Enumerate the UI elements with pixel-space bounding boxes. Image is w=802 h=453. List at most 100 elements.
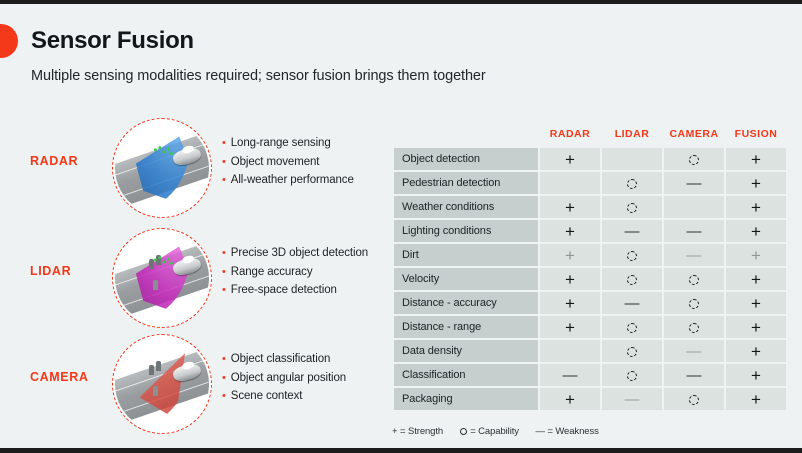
table-row: Dirt+—+ <box>394 244 786 266</box>
plus-icon: + <box>751 245 761 265</box>
lidar-cone-thumbnail-icon <box>112 228 212 328</box>
legend-weakness: — = Weakness <box>535 426 599 437</box>
sensor-label-camera: CAMERA <box>30 370 89 384</box>
row-label: Pedestrian detection <box>394 172 538 194</box>
matrix-cell-radar <box>540 172 600 194</box>
minus-icon: — <box>624 294 640 312</box>
list-item: •Long-range sensing <box>222 134 407 153</box>
matrix-cell-fusion: + <box>726 268 786 290</box>
plus-icon: + <box>751 269 761 289</box>
sensor-block-lidar: LIDAR •Precise 3D object detection •Rang… <box>22 226 392 330</box>
matrix-cell-fusion: + <box>726 244 786 266</box>
column-header-radar: RADAR <box>549 127 591 140</box>
row-label: Lighting conditions <box>394 220 538 242</box>
list-item-label: Long-range sensing <box>230 137 331 149</box>
row-label: Velocity <box>394 268 538 290</box>
plus-icon: + <box>751 389 761 409</box>
minus-icon: — <box>686 246 702 264</box>
plus-icon: + <box>565 221 575 241</box>
matrix-cell-lidar <box>602 244 662 266</box>
list-item: •Free-space detection <box>222 281 407 300</box>
list-item: •Range accuracy <box>222 263 407 282</box>
page-subtitle: Multiple sensing modalities required; se… <box>31 68 486 84</box>
matrix-cell-lidar <box>602 172 662 194</box>
table-row: Pedestrian detection—+ <box>394 172 786 194</box>
sensor-label-radar: RADAR <box>30 154 79 168</box>
row-label: Object detection <box>394 148 538 170</box>
list-item: •Precise 3D object detection <box>222 244 407 263</box>
matrix-cell-radar: + <box>540 196 600 218</box>
matrix-cell-camera <box>664 388 724 410</box>
list-item-label: All-weather performance <box>230 174 354 187</box>
circle-icon <box>627 175 637 191</box>
matrix-cell-radar: + <box>540 220 600 242</box>
minus-icon: — <box>686 174 702 192</box>
matrix-corner-cell <box>394 126 538 146</box>
matrix-cell-camera: — <box>664 172 724 194</box>
empty-cell <box>570 175 571 191</box>
circle-icon <box>689 319 699 335</box>
list-item-label: Object classification <box>230 353 331 365</box>
matrix-cell-camera <box>664 148 724 170</box>
sensor-block-camera: CAMERA •Object classification •Object an… <box>22 332 392 436</box>
plus-icon: + <box>565 149 575 169</box>
matrix-cell-lidar: — <box>602 220 662 242</box>
list-item-label: Free-space detection <box>230 284 337 297</box>
list-item: •All-weather performance <box>222 171 407 190</box>
matrix-cell-camera: — <box>664 244 724 266</box>
list-item-label: Object angular position <box>230 371 347 384</box>
plus-icon: + <box>751 293 761 313</box>
minus-icon: — <box>686 222 702 240</box>
page-title: Sensor Fusion <box>31 27 194 54</box>
plus-icon: + <box>751 365 761 385</box>
matrix-cell-camera <box>664 268 724 290</box>
matrix-cell-radar: + <box>540 268 600 290</box>
list-item: • Object angular position <box>222 369 407 388</box>
slide-canvas: Sensor Fusion Multiple sensing modalitie… <box>0 4 802 448</box>
table-row: Classification——+ <box>394 364 786 386</box>
bullet-dot-icon: • <box>222 371 226 384</box>
matrix-cell-radar <box>540 340 600 362</box>
sensor-block-radar: RADAR •Long-range sensing •Object moveme… <box>22 116 392 220</box>
plus-icon: + <box>565 317 575 337</box>
matrix-cell-radar: + <box>540 388 600 410</box>
table-row: Distance - accuracy+—+ <box>394 292 786 314</box>
circle-icon <box>627 367 637 383</box>
sensor-comparison-matrix: RADAR LIDAR CAMERA FUSION Object detecti… <box>392 124 786 412</box>
matrix-cell-lidar <box>602 148 662 170</box>
table-row: Object detection++ <box>394 148 786 170</box>
plus-icon: + <box>751 221 761 241</box>
plus-icon: + <box>751 197 761 217</box>
table-row: Distance - range++ <box>394 316 786 338</box>
circle-icon <box>627 199 637 215</box>
sensor-label-lidar: LIDAR <box>30 264 72 278</box>
matrix-cell-camera <box>664 292 724 314</box>
matrix-cell-camera <box>664 196 724 218</box>
plus-icon: + <box>565 245 575 265</box>
table-row: Weather conditions++ <box>394 196 786 218</box>
matrix-cell-radar: + <box>540 292 600 314</box>
row-label: Weather conditions <box>394 196 538 218</box>
list-item: •Scene context <box>222 387 407 406</box>
list-item: •Object classification <box>222 350 407 369</box>
table-row: Data density—+ <box>394 340 786 362</box>
matrix-cell-lidar <box>602 268 662 290</box>
matrix-cell-camera <box>664 316 724 338</box>
row-label: Classification <box>394 364 538 386</box>
matrix-cell-lidar <box>602 196 662 218</box>
column-header-fusion: FUSION <box>734 127 778 140</box>
list-item-label: Scene context <box>230 390 303 403</box>
accent-dot-icon <box>0 24 18 58</box>
list-item: •Object movement <box>222 153 407 172</box>
matrix-cell-fusion: + <box>726 388 786 410</box>
matrix-cell-radar: + <box>540 316 600 338</box>
matrix-cell-fusion: + <box>726 196 786 218</box>
circle-icon <box>459 427 467 435</box>
matrix-legend: + = Strength = Capability — = Weakness <box>392 426 613 437</box>
table-row: Packaging+—+ <box>394 388 786 410</box>
matrix-cell-camera: — <box>664 340 724 362</box>
matrix-cell-radar: + <box>540 244 600 266</box>
plus-icon: + <box>751 317 761 337</box>
minus-icon: — <box>686 366 702 384</box>
matrix-cell-lidar <box>602 364 662 386</box>
